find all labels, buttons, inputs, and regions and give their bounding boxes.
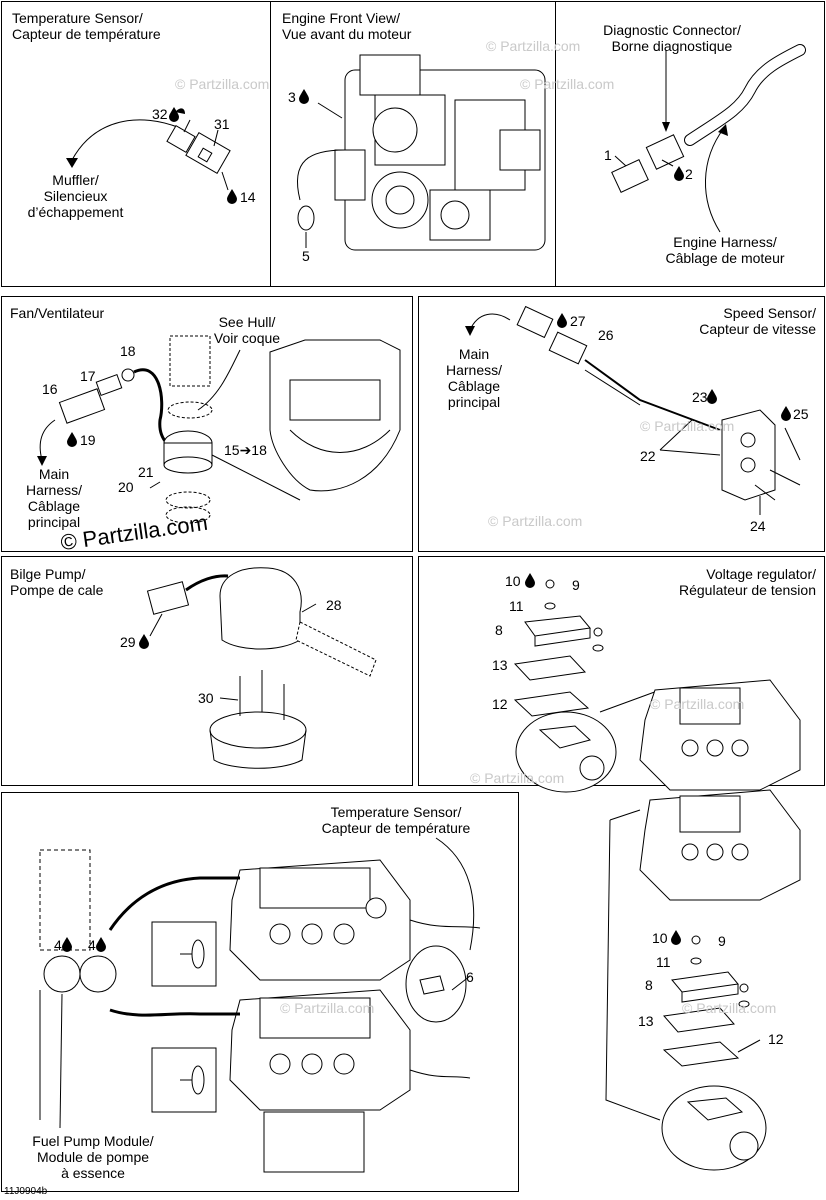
callout-11: 11 (509, 598, 524, 614)
callout-26: 26 (598, 327, 614, 343)
callout-12: 12 (492, 696, 508, 712)
watermark: © Partzilla.com (175, 76, 270, 92)
callout-8: 8 (495, 622, 503, 638)
callout-2: 2 (685, 166, 693, 182)
watermark: © Partzilla.com (470, 770, 565, 786)
temp-sensor-title: Temperature Sensor/ Capteur de températu… (12, 10, 161, 42)
callout-14: 14 (240, 189, 256, 205)
callout-12: 12 (768, 1031, 784, 1047)
engine-harness-label: Engine Harness/ Câblage de moteur (665, 234, 785, 266)
callout-29: 29 (120, 634, 136, 650)
callout-4: 4 (54, 937, 62, 953)
fan-title: Fan/Ventilateur (10, 305, 105, 321)
callout-23: 23 (692, 389, 708, 405)
callout-15-to-18: 15➔18 (224, 442, 267, 458)
callout-10: 10 (505, 573, 521, 589)
callout-25: 25 (793, 406, 809, 422)
watermark: © Partzilla.com (486, 38, 581, 54)
watermark: © Partzilla.com (682, 1000, 777, 1016)
callout-3: 3 (288, 89, 296, 105)
callout-11: 11 (656, 954, 671, 970)
callout-10: 10 (652, 930, 668, 946)
callout-24: 24 (750, 518, 766, 534)
watermark: © Partzilla.com (520, 76, 615, 92)
callout-13: 13 (492, 657, 508, 673)
fuel-pump-title: Fuel Pump Module/ Module de pompe à esse… (32, 1133, 154, 1181)
muffler-label: Muffler/ Silencieux d’échappement (27, 172, 124, 220)
callout-6: 6 (466, 969, 474, 985)
panel-temperature-sensor (1, 1, 271, 287)
callout-19: 19 (80, 432, 96, 448)
voltage-regulator-title: Voltage regulator/ Régulateur de tension (679, 566, 816, 598)
callout-18: 18 (120, 343, 136, 359)
callout-8: 8 (645, 977, 653, 993)
diagram-code: 11J0904b (4, 1186, 48, 1197)
see-hull-label: See Hull/ Voir coque (213, 314, 281, 346)
callout-27: 27 (570, 313, 586, 329)
callout-5: 5 (302, 248, 310, 264)
callout-31: 31 (214, 116, 230, 132)
panel-bilge-pump (1, 556, 413, 786)
callout-30: 30 (198, 690, 214, 706)
callout-4: 4 (88, 937, 96, 953)
speed-sensor-title: Speed Sensor/ Capteur de vitesse (699, 305, 816, 337)
callout-17: 17 (80, 368, 96, 384)
watermark: © Partzilla.com (650, 696, 745, 712)
callout-9: 9 (572, 577, 580, 593)
speed-main-harness-label: Main Harness/ Câblage principal (445, 346, 503, 410)
callout-22: 22 (640, 448, 656, 464)
bilge-pump-title: Bilge Pump/ Pompe de cale (10, 566, 104, 598)
fuel-temp-sensor-title: Temperature Sensor/ Capteur de températu… (321, 804, 471, 836)
callout-9: 9 (718, 933, 726, 949)
callout-16: 16 (42, 381, 58, 397)
callout-13: 13 (638, 1013, 654, 1029)
watermark: © Partzilla.com (280, 1000, 375, 1016)
engine-front-title: Engine Front View/ Vue avant du moteur (282, 10, 412, 42)
watermark: © Partzilla.com (640, 418, 735, 434)
callout-21: 21 (138, 464, 154, 480)
fan-main-harness-label: Main Harness/ Câblage principal (25, 466, 83, 530)
callout-1: 1 (604, 147, 612, 163)
diagnostic-title: Diagnostic Connector/ Borne diagnostique (603, 22, 741, 54)
callout-28: 28 (326, 597, 342, 613)
callout-20: 20 (118, 479, 134, 495)
watermark: © Partzilla.com (488, 513, 583, 529)
callout-32: 32 (152, 106, 168, 122)
